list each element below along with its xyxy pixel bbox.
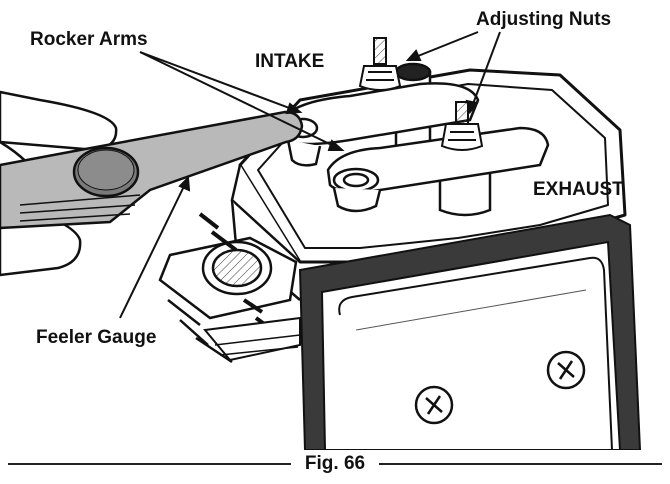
adjusting-nut-intake [360,38,400,90]
caption-rule-left [8,463,291,465]
caption-rule-right [379,463,662,465]
intake-label: INTAKE [255,52,324,71]
cover-screw-right [548,352,584,388]
rocker-arms-label: Rocker Arms [30,30,148,49]
feeler-gauge-label: Feeler Gauge [36,328,156,347]
cover-screw-left [416,387,452,423]
figure-caption: Fig. 66 [291,453,379,475]
exhaust-label: EXHAUST [533,180,624,199]
adjusting-nuts-label: Adjusting Nuts [476,10,611,29]
diagram-illustration [0,0,670,450]
figure-caption-row: Fig. 66 [8,452,662,476]
